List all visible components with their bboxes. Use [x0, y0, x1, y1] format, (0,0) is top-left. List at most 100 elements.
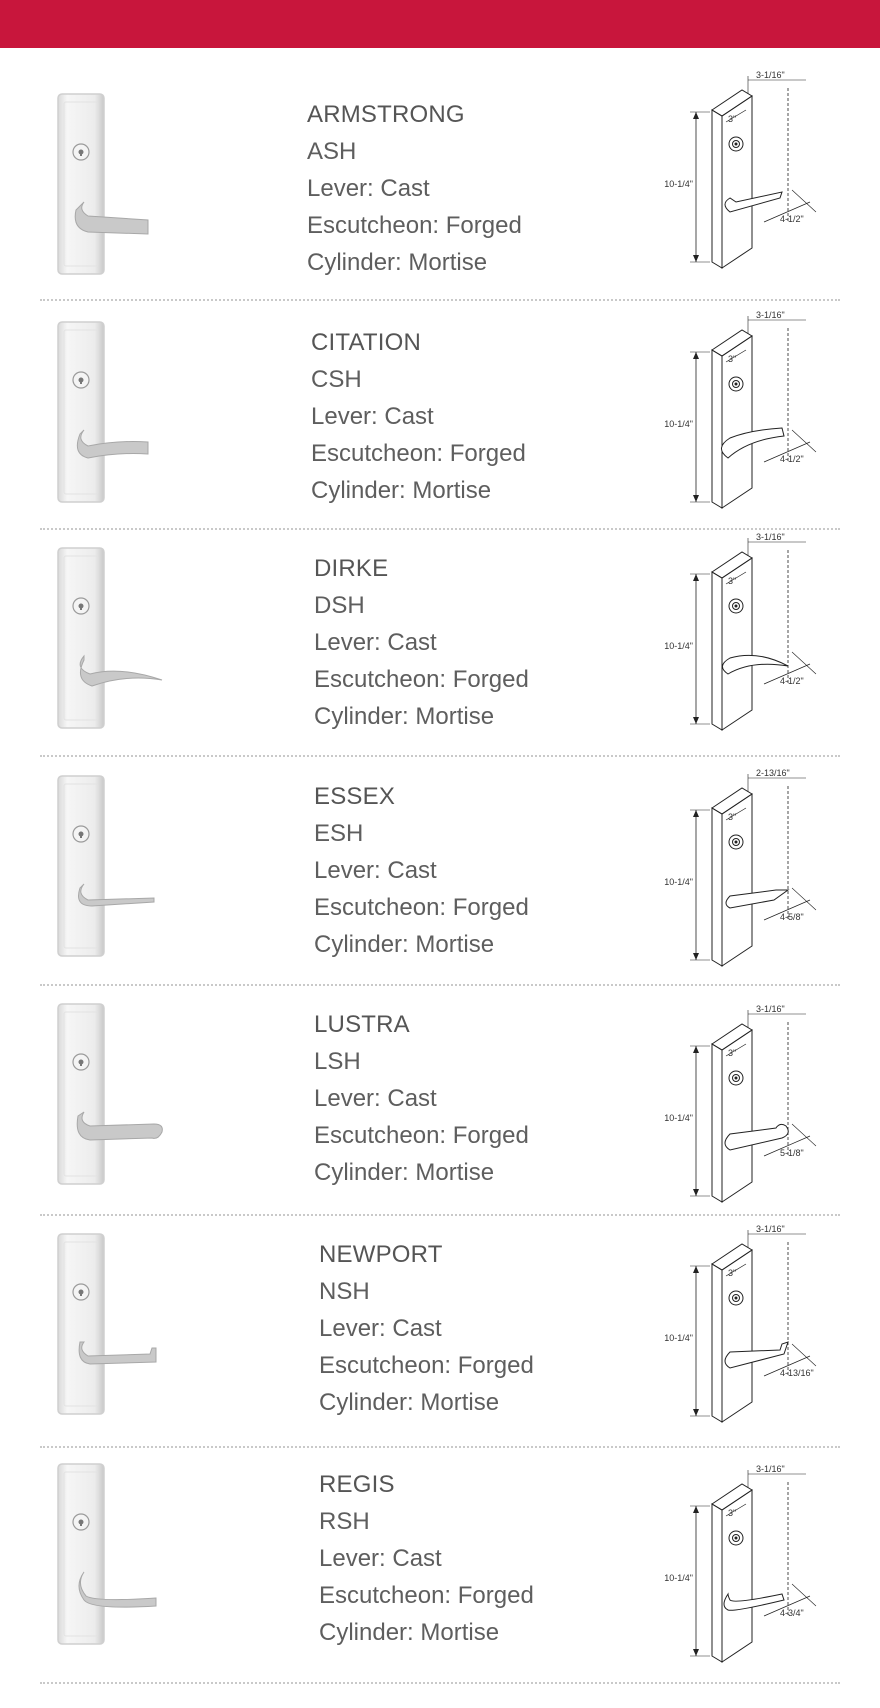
dimension-drawing: 3-1/16" 3" 10-1/4" 4-1/2" [664, 70, 817, 269]
dimension-diagram: 3-1/16" 3" 10-1/4" 4-3/4" [660, 1464, 850, 1676]
lever-spec: Lever: Cast [314, 629, 437, 656]
row-divider [40, 755, 840, 757]
lever-photo [40, 1460, 180, 1650]
dim-offset-label: 3-1/16" [756, 1464, 785, 1474]
dim-offset-label: 3-1/16" [756, 70, 785, 80]
lever-photo [40, 90, 180, 280]
row-divider [40, 299, 840, 301]
escutcheon-spec: Escutcheon: Forged [307, 212, 522, 239]
dimension-diagram: 3-1/16" 3" 10-1/4" 4-1/2" [660, 70, 850, 282]
cylinder-spec: Cylinder: Mortise [311, 477, 492, 504]
dim-width-label: 3" [728, 1268, 736, 1278]
dim-projection-label: 5-1/8" [780, 1148, 804, 1158]
dim-width-label: 3" [728, 812, 736, 822]
dim-height-label: 10-1/4" [664, 1333, 693, 1343]
cylinder-spec: Cylinder: Mortise [319, 1389, 500, 1416]
cylinder-spec: Cylinder: Mortise [314, 703, 495, 730]
product-name: REGIS [319, 1471, 395, 1498]
lever-spec: Lever: Cast [319, 1545, 442, 1572]
product-name: DIRKE [314, 555, 389, 582]
dim-offset-label: 3-1/16" [756, 1004, 785, 1014]
dim-height-label: 10-1/4" [664, 641, 693, 651]
dim-offset-label: 3-1/16" [756, 1224, 785, 1234]
product-name: ESSEX [314, 783, 396, 810]
dim-width-label: 3" [728, 1048, 736, 1058]
dim-projection-label: 4-3/4" [780, 1608, 804, 1618]
row-divider [40, 528, 840, 530]
cylinder-spec: Cylinder: Mortise [314, 931, 495, 958]
row-divider [40, 1682, 840, 1684]
dim-width-label: 3" [728, 354, 736, 364]
dim-projection-label: 4-1/2" [780, 454, 804, 464]
dim-width-label: 3" [728, 114, 736, 124]
dimension-drawing: 3-1/16" 3" 10-1/4" 4-1/2" [664, 532, 817, 731]
dimension-drawing: 2-13/16" 3" 10-1/4" 4-5/8" [664, 768, 817, 967]
dim-projection-label: 4-1/2" [780, 214, 804, 224]
lever-spec: Lever: Cast [311, 403, 434, 430]
dimension-diagram: 3-1/16" 3" 10-1/4" 4-1/2" [660, 310, 850, 522]
escutcheon-spec: Escutcheon: Forged [319, 1352, 534, 1379]
escutcheon-spec: Escutcheon: Forged [314, 1122, 529, 1149]
dim-height-label: 10-1/4" [664, 877, 693, 887]
cylinder-spec: Cylinder: Mortise [319, 1619, 500, 1646]
dim-height-label: 10-1/4" [664, 179, 693, 189]
lever-photo [40, 318, 180, 508]
lever-photo-image [57, 547, 163, 729]
product-code: DSH [314, 592, 365, 619]
product-code: CSH [311, 366, 362, 393]
row-divider [40, 984, 840, 986]
lever-photo [40, 544, 180, 734]
dim-width-label: 3" [728, 576, 736, 586]
dim-height-label: 10-1/4" [664, 1573, 693, 1583]
cylinder-spec: Cylinder: Mortise [314, 1159, 495, 1186]
dim-height-label: 10-1/4" [664, 419, 693, 429]
dimension-diagram: 3-1/16" 3" 10-1/4" 5-1/8" [660, 1004, 850, 1216]
lever-spec: Lever: Cast [307, 175, 430, 202]
dim-width-label: 3" [728, 1508, 736, 1518]
lever-photo [40, 1000, 180, 1190]
dim-projection-label: 4-13/16" [780, 1368, 814, 1378]
product-name: ARMSTRONG [307, 101, 465, 128]
dim-projection-label: 4-1/2" [780, 676, 804, 686]
escutcheon-spec: Escutcheon: Forged [319, 1582, 534, 1609]
product-code: ASH [307, 138, 357, 165]
product-code: NSH [319, 1278, 370, 1305]
lever-photo-image [57, 775, 155, 957]
lever-photo-image [57, 93, 149, 275]
product-name: CITATION [311, 329, 422, 356]
product-name: LUSTRA [314, 1011, 410, 1038]
header-bar [0, 0, 880, 48]
row-divider [40, 1214, 840, 1216]
dim-offset-label: 3-1/16" [756, 310, 785, 320]
dim-offset-label: 2-13/16" [756, 768, 790, 778]
dimension-drawing: 3-1/16" 3" 10-1/4" 4-1/2" [664, 310, 817, 509]
lever-photo-image [57, 1463, 157, 1645]
dim-height-label: 10-1/4" [664, 1113, 693, 1123]
row-divider [40, 1446, 840, 1448]
product-code: LSH [314, 1048, 361, 1075]
product-name: NEWPORT [319, 1241, 443, 1268]
dim-projection-label: 4-5/8" [780, 912, 804, 922]
dim-offset-label: 3-1/16" [756, 532, 785, 542]
lever-photo-image [57, 1233, 157, 1415]
lever-photo [40, 772, 180, 962]
product-code: ESH [314, 820, 364, 847]
dimension-diagram: 3-1/16" 3" 10-1/4" 4-1/2" [660, 532, 850, 744]
product-code: RSH [319, 1508, 370, 1535]
escutcheon-spec: Escutcheon: Forged [314, 894, 529, 921]
lever-photo [40, 1230, 180, 1420]
lever-spec: Lever: Cast [319, 1315, 442, 1342]
dimension-diagram: 3-1/16" 3" 10-1/4" 4-13/16" [660, 1224, 850, 1436]
lever-spec: Lever: Cast [314, 857, 437, 884]
dimension-drawing: 3-1/16" 3" 10-1/4" 4-13/16" [664, 1224, 817, 1423]
escutcheon-spec: Escutcheon: Forged [311, 440, 526, 467]
cylinder-spec: Cylinder: Mortise [307, 249, 488, 276]
dimension-drawing: 3-1/16" 3" 10-1/4" 5-1/8" [664, 1004, 817, 1203]
escutcheon-spec: Escutcheon: Forged [314, 666, 529, 693]
